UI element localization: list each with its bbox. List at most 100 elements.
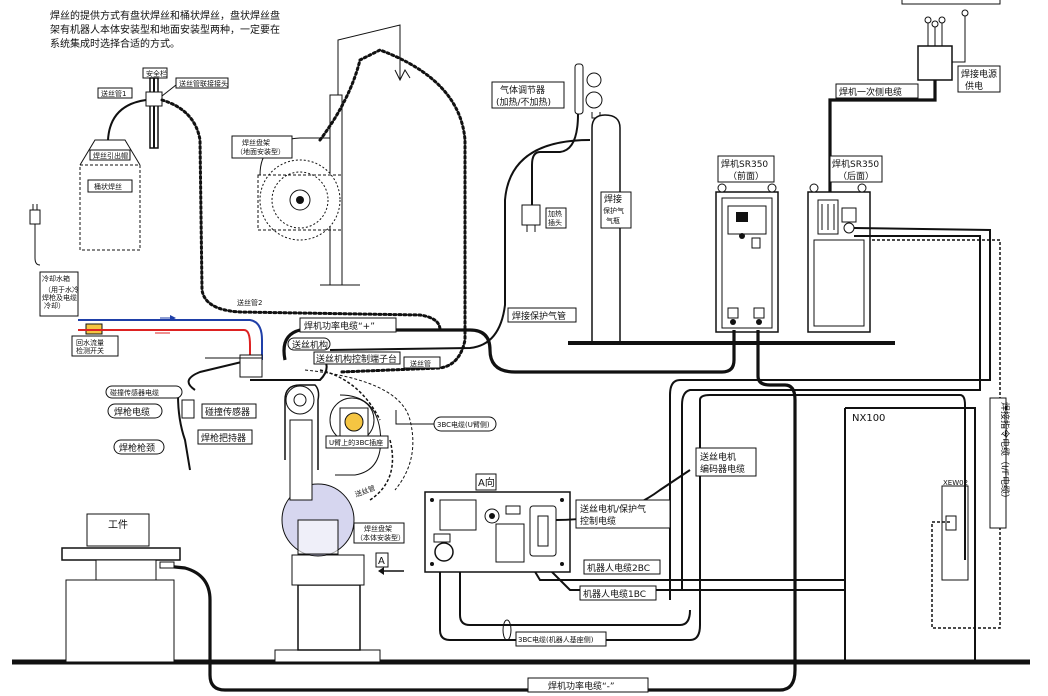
wire-guide-label: 焊丝引出帽 — [93, 151, 128, 160]
gas-bottle-label-2: 保护气 — [603, 206, 624, 215]
feed-tube-1-label-box — [97, 87, 133, 99]
direction-a-label-box — [475, 473, 497, 491]
feed-tube-joint — [145, 91, 163, 107]
cooler-sub-3: 冷却） — [44, 301, 65, 310]
reel-stand-body-label-2: （本体安装型） — [356, 533, 405, 542]
robot-base-panel: A向 — [424, 473, 571, 573]
torch-holder-label-box — [197, 429, 253, 445]
robot-cable-2bc-label-box — [583, 559, 661, 575]
note-block: 焊丝的提供方式有盘状焊丝和桶状焊丝，盘状焊丝盘 架有机器人本体安装型和地面安装型… — [50, 9, 280, 50]
frame-fragment — [901, 0, 1001, 5]
feed-tube-floor-reel — [318, 48, 467, 374]
primary-cable-label-box — [835, 83, 919, 99]
torch-holder-label: 焊枪把持器 — [201, 432, 246, 444]
motor-gas-ctrl-label-1: 送丝电机/保护气 — [580, 503, 646, 515]
motor-gas-ctrl-label-box — [575, 499, 671, 529]
heater-plug-label-1: 加热 — [548, 209, 562, 218]
note-line-2: 架有机器人本体安装型和地面安装型两种，一定要在 — [50, 23, 280, 36]
welder-rear-label-1: 焊机SR350 — [832, 158, 879, 170]
welder-front-label-2: （前面） — [728, 170, 764, 182]
gas-regulator-label-1: 气体调节器 — [500, 84, 545, 96]
power-supply-label-box — [957, 65, 1001, 93]
feed-tube-joint-label-box — [175, 77, 229, 89]
workpiece — [86, 513, 150, 547]
arrow-a-label-box — [375, 552, 389, 568]
cable-3bc-base — [459, 560, 691, 626]
primary-cable — [828, 80, 937, 200]
safety-bar-label: 安全栏 — [146, 69, 167, 78]
collision-cable-label-box — [105, 385, 183, 399]
cable-3bc-base-label: 3BC电缆(机器人基座侧) — [518, 635, 594, 644]
cooler-group: 冷却水箱 （用于水冷 焊枪及电缆 冷却） 回水流量 检测开关 — [29, 204, 263, 360]
primary-cable-label: 焊机一次侧电缆 — [839, 86, 902, 98]
welder-rear: 焊机SR350 （后面） — [807, 155, 883, 333]
collision-cable-label: 碰撞传感器电缆 — [110, 388, 159, 397]
gas-bottle-label-box — [600, 191, 632, 229]
power-cable-plus — [282, 328, 736, 374]
command-cable — [870, 239, 1001, 629]
wire-feeder-label-box — [287, 337, 331, 351]
wire-feeder-body — [239, 354, 263, 378]
nx100-controller: NX100 XEW02 焊接指令电缆（I/F电缆） — [844, 239, 1011, 662]
shield-gas-tube-label-box — [507, 307, 577, 323]
robot-cable-1bc-label-box — [579, 585, 657, 601]
motor-gas-ctrl-label-2: 控制电缆 — [580, 515, 616, 527]
power-supply-group: 焊接电源 供电 焊机一次侧电缆 — [828, 9, 1001, 200]
gas-gauge-1 — [586, 72, 602, 88]
reel-stand-floor-label-box — [231, 135, 293, 159]
power-cable-minus-label: 焊机功率电缆“-” — [548, 680, 615, 692]
heater-plug-label-2: 插头 — [548, 218, 562, 227]
feed-motor-label-2: 编码器电缆 — [700, 463, 745, 475]
power-cable-minus — [164, 330, 797, 692]
note-line-3: 系统集成时选择合适的方式。 — [50, 37, 180, 50]
flow-switch-label-1: 回水流量 — [76, 338, 104, 347]
command-cable-label-box — [989, 397, 1007, 529]
flow-switch-label-box — [71, 335, 119, 357]
torch-cable-label: 焊枪电缆 — [114, 406, 150, 418]
power-cable-plus-label-box — [299, 317, 397, 333]
robot-arm — [177, 354, 414, 663]
cooler-label: 冷却水箱 — [42, 274, 70, 283]
barrel-wire-label: 桶状焊丝 — [94, 182, 122, 191]
direction-a-label: A向 — [478, 476, 495, 489]
gas-cylinder-group: 气体调节器 (加热/不加热) 焊接 保护气 气瓶 加热 插头 焊接保护气管 — [329, 63, 632, 351]
power-cable-minus-label-box — [527, 677, 649, 693]
cable-3bc-base-label-box — [515, 631, 607, 647]
water-out-hose — [78, 329, 251, 360]
reel-stand-floor: 焊丝盘架 （地面安装型） — [231, 24, 467, 374]
power-breaker — [917, 45, 953, 81]
feeder-terminal-label-box — [313, 351, 401, 365]
heater-plug-label-box — [545, 207, 567, 229]
torch-neck-label: 焊枪枪颈 — [119, 442, 155, 454]
barrel-wire-label-box — [87, 179, 133, 193]
power-supply-label-2: 供电 — [965, 80, 983, 92]
feed-tube-1 — [107, 99, 147, 141]
cable-3bc-u-label: 3BC电缆(U臂侧) — [437, 420, 490, 429]
cooler-sub-1: （用于水冷 — [44, 285, 79, 294]
shield-gas-tube — [329, 139, 591, 351]
heater-cable — [531, 113, 579, 205]
reel-stand-floor-label-2: （地面安装型） — [236, 147, 285, 156]
feed-tube-1-label: 送丝管1 — [101, 89, 126, 98]
power-supply-label-1: 焊接电源 — [961, 68, 997, 80]
note-line-1: 焊丝的提供方式有盘状焊丝和桶状焊丝，盘状焊丝盘 — [50, 9, 280, 22]
nx100-label: NX100 — [852, 413, 885, 424]
torch-cable-label-box — [107, 403, 163, 419]
welder-front-label-box — [717, 155, 775, 183]
u-arm-connector-label-box — [325, 435, 389, 449]
cooler-plug — [29, 209, 41, 225]
flow-switch-label-2: 检测开关 — [76, 346, 104, 355]
torch-neck — [177, 394, 191, 471]
arrow-a-label: A — [378, 556, 385, 567]
feed-motor-label-box — [695, 447, 757, 477]
gas-regulator-label-box — [491, 81, 565, 109]
regulator-heater — [574, 63, 584, 115]
robot-cable-1bc-label: 机器人电缆1BC — [583, 588, 646, 600]
collision-sensor-label-box — [201, 403, 257, 419]
welder-front-label-1: 焊机SR350 — [721, 158, 768, 170]
feed-tube-label-box — [403, 356, 441, 369]
torch-neck-label-box — [113, 439, 165, 455]
feed-tube-2 — [160, 98, 442, 332]
reel-stand-floor-label-1: 焊丝盘架 — [242, 138, 270, 147]
